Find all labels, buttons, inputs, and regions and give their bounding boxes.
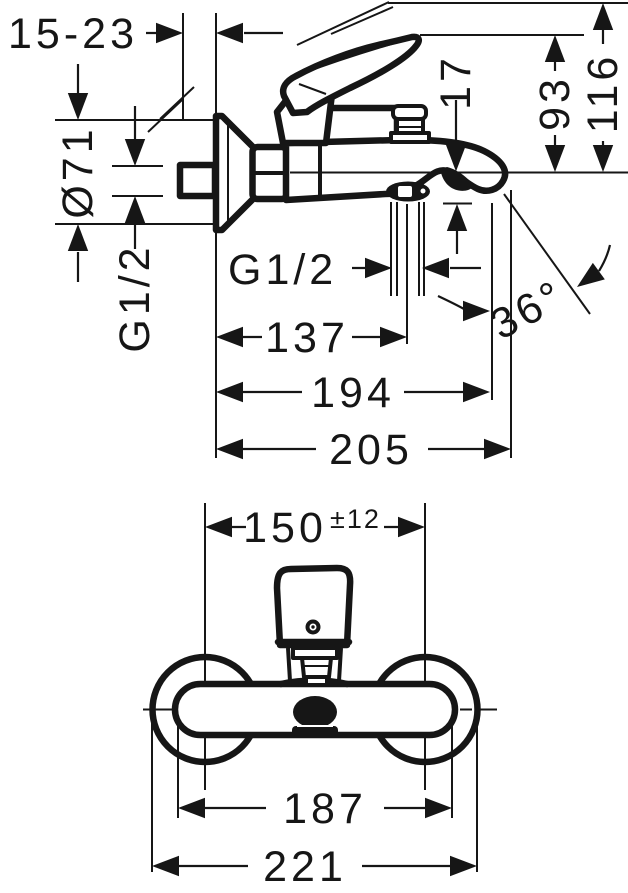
dim-label-reach-194: 194	[311, 369, 395, 417]
dim-label-outlet-thread: G1/2	[228, 246, 337, 294]
lever-handle-front	[273, 564, 354, 649]
dim-escutcheon-diameter: Ø71	[54, 64, 102, 282]
dim-outlet-drop: 17	[432, 54, 480, 254]
dim-label-escutcheon-diameter: Ø71	[54, 125, 102, 218]
dim-label-width-221: 221	[263, 843, 347, 891]
dim-label-reach-137: 137	[265, 314, 349, 362]
dim-outlet-thread: G1/2	[228, 246, 481, 294]
escutcheon	[212, 112, 258, 234]
dim-label-outlet-drop: 17	[432, 54, 480, 110]
dim-label-supply-thread: G1/2	[111, 243, 159, 352]
dim-label-tolerance: ±12	[330, 504, 381, 534]
dim-body-width: 187	[178, 785, 452, 833]
diverter-knob	[389, 104, 431, 144]
dim-label-connection-150: 150	[243, 504, 327, 552]
dim-height-93: 93	[531, 35, 579, 172]
diverter-front	[292, 696, 338, 736]
dim-wall-clearance: 15-23	[8, 10, 283, 58]
dim-label-height-116: 116	[579, 53, 627, 134]
dim-connection-distance: 150 ±12	[205, 504, 425, 552]
dim-label-height-93: 93	[531, 75, 579, 131]
dim-reach-194: 194	[216, 369, 490, 417]
dim-supply-thread: G1/2	[111, 106, 159, 353]
dim-label-spout-angle: 36°	[483, 271, 574, 350]
shower-hose-connection	[386, 181, 430, 202]
dim-label-wall-clearance: 15-23	[8, 10, 138, 58]
lever-handle	[273, 33, 422, 147]
front-view: 150 ±12 187 221	[143, 503, 497, 891]
dim-label-width-187: 187	[283, 785, 367, 833]
extension-lines-front	[151, 716, 478, 872]
dim-overall-width: 221	[152, 843, 477, 891]
dim-height-116: 116	[579, 3, 627, 172]
cartridge-neck	[286, 646, 343, 687]
wall-connection	[176, 161, 219, 200]
dim-spout-angle: 36°	[437, 193, 612, 350]
dim-reach-205: 205	[216, 426, 511, 474]
extension-lines	[55, 2, 628, 458]
handle-raised-outline	[296, 1, 394, 46]
dim-reach-137: 137	[216, 314, 407, 362]
side-view: 15-23 Ø71 G1/2 G1/2 137	[8, 1, 628, 474]
union-nut	[249, 143, 290, 203]
dim-label-reach-205: 205	[329, 426, 413, 474]
